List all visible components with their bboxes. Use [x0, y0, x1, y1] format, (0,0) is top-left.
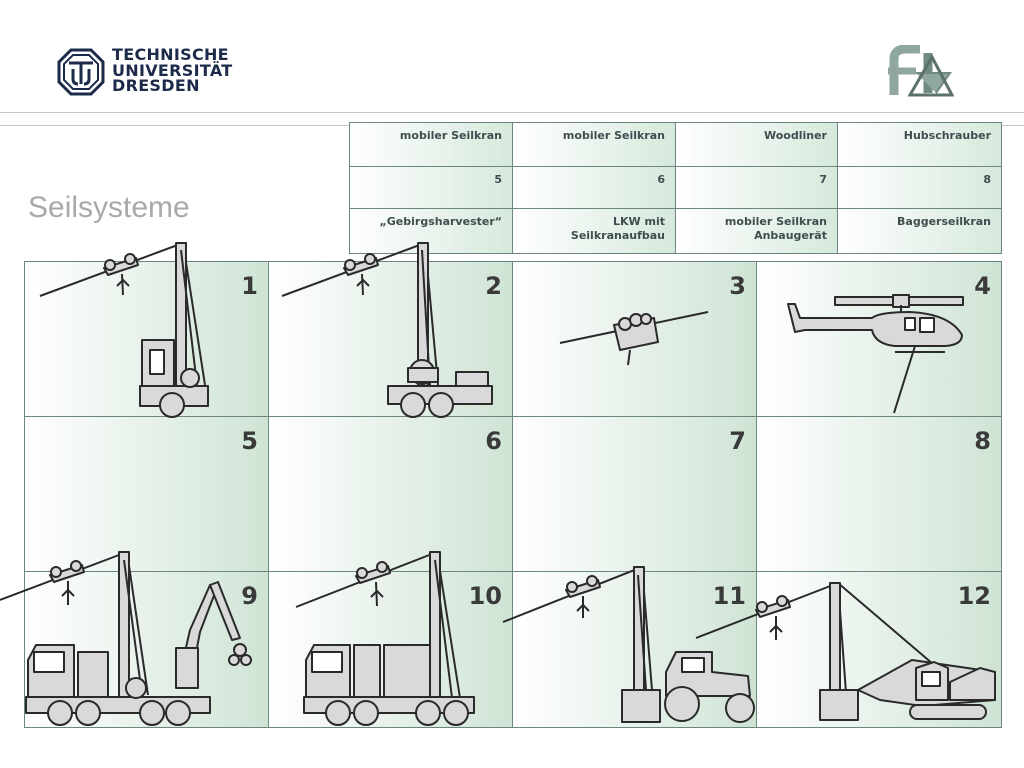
grid-cell: 1 [25, 262, 269, 417]
cell-number: 9 [241, 582, 258, 610]
grid-cell: 7 [513, 417, 757, 572]
university-line: UNIVERSITÄT [112, 60, 233, 80]
cell-number: 11 [712, 582, 746, 610]
grid-cell: 6 [269, 417, 513, 572]
grid-cell: 8 [757, 417, 1001, 572]
legend-cell: 5 [350, 167, 513, 209]
cell-number: 3 [729, 272, 746, 300]
legend-cell: Hubschrauber [838, 123, 1001, 167]
legend-cell: mobiler Seilkran [513, 123, 676, 167]
cell-number: 12 [957, 582, 991, 610]
legend-cell: LKW mit Seilkranaufbau [513, 209, 676, 253]
grid-cell: 2 [269, 262, 513, 417]
tud-logo-icon [57, 48, 105, 96]
cell-number: 4 [974, 272, 991, 300]
legend-cell: 6 [513, 167, 676, 209]
legend-cell: „Gebirgsharvester“ [350, 209, 513, 253]
grid-cell: 3 [513, 262, 757, 417]
legend-cell: 7 [676, 167, 838, 209]
university-line: TECHNISCHE [112, 45, 229, 64]
page-title: Seilsysteme [28, 191, 190, 224]
cell-number: 8 [974, 427, 991, 455]
grid-cell: 12 [757, 572, 1001, 727]
ft-logo-icon [888, 45, 954, 97]
university-line: DRESDEN [112, 76, 200, 95]
cell-number: 7 [729, 427, 746, 455]
legend-cell: mobiler Seilkran [350, 123, 513, 167]
legend-cell: 8 [838, 167, 1001, 209]
cell-number: 6 [485, 427, 502, 455]
header-rule [0, 112, 1024, 113]
legend-cell: Baggerseilkran [838, 209, 1001, 253]
university-name: TECHNISCHE UNIVERSITÄT DRESDEN [112, 47, 232, 94]
cell-number: 5 [241, 427, 258, 455]
grid-cell: 10 [269, 572, 513, 727]
grid-cell: 9 [25, 572, 269, 727]
grid-cell: 4 [757, 262, 1001, 417]
legend-cell: Woodliner [676, 123, 838, 167]
grid-cell: 11 [513, 572, 757, 727]
cell-number: 2 [485, 272, 502, 300]
cell-number: 10 [468, 582, 502, 610]
legend-table: mobiler Seilkran mobiler Seilkran Woodli… [349, 122, 1002, 254]
grid-cell: 5 [25, 417, 269, 572]
cell-number: 1 [241, 272, 258, 300]
legend-cell: mobiler Seilkran Anbaugerät [676, 209, 838, 253]
